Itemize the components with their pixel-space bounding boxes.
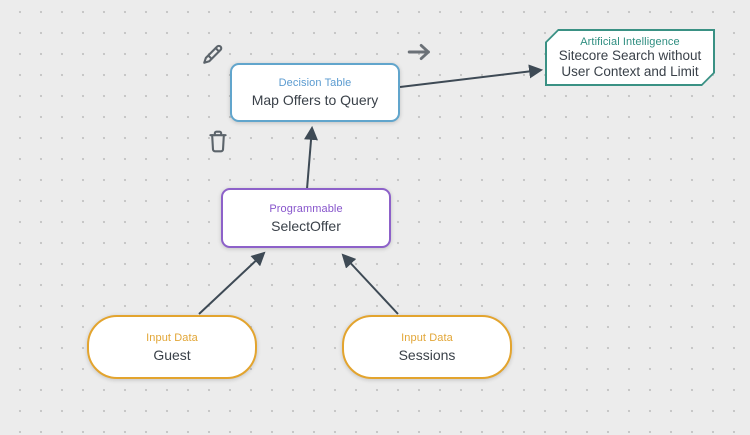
node-ai-search[interactable]: Artificial Intelligence Sitecore Search … [545,29,715,86]
node-select-offer[interactable]: Programmable SelectOffer [221,188,391,248]
node-sessions[interactable]: Input Data Sessions [342,315,512,379]
node-decision-table[interactable]: Decision Table Map Offers to Query [230,63,400,122]
delete-trash-icon[interactable] [204,126,232,156]
connector-guest-to-selectoffer [198,251,266,315]
node-type-label: Decision Table [278,77,352,89]
connector-sessions-to-selectoffer [341,253,399,315]
node-name: SelectOffer [271,217,341,234]
node-name: Map Offers to Query [251,92,379,108]
node-type-label: Input Data [401,331,453,344]
connect-arrow-icon[interactable] [404,40,436,64]
connector-decision-to-ai [399,64,544,88]
node-guest[interactable]: Input Data Guest [87,315,257,379]
node-type-label: Programmable [269,202,343,215]
node-name: Sitecore Search without User Context and… [558,47,702,79]
connector-selectoffer-to-decision [304,125,319,190]
node-name: Sessions [398,346,456,363]
edit-pencil-icon[interactable] [199,40,227,68]
node-ai-body: Artificial Intelligence Sitecore Search … [547,31,713,84]
node-type-label: Input Data [146,331,198,344]
node-type-label: Artificial Intelligence [580,35,680,48]
node-name: Guest [153,346,191,363]
